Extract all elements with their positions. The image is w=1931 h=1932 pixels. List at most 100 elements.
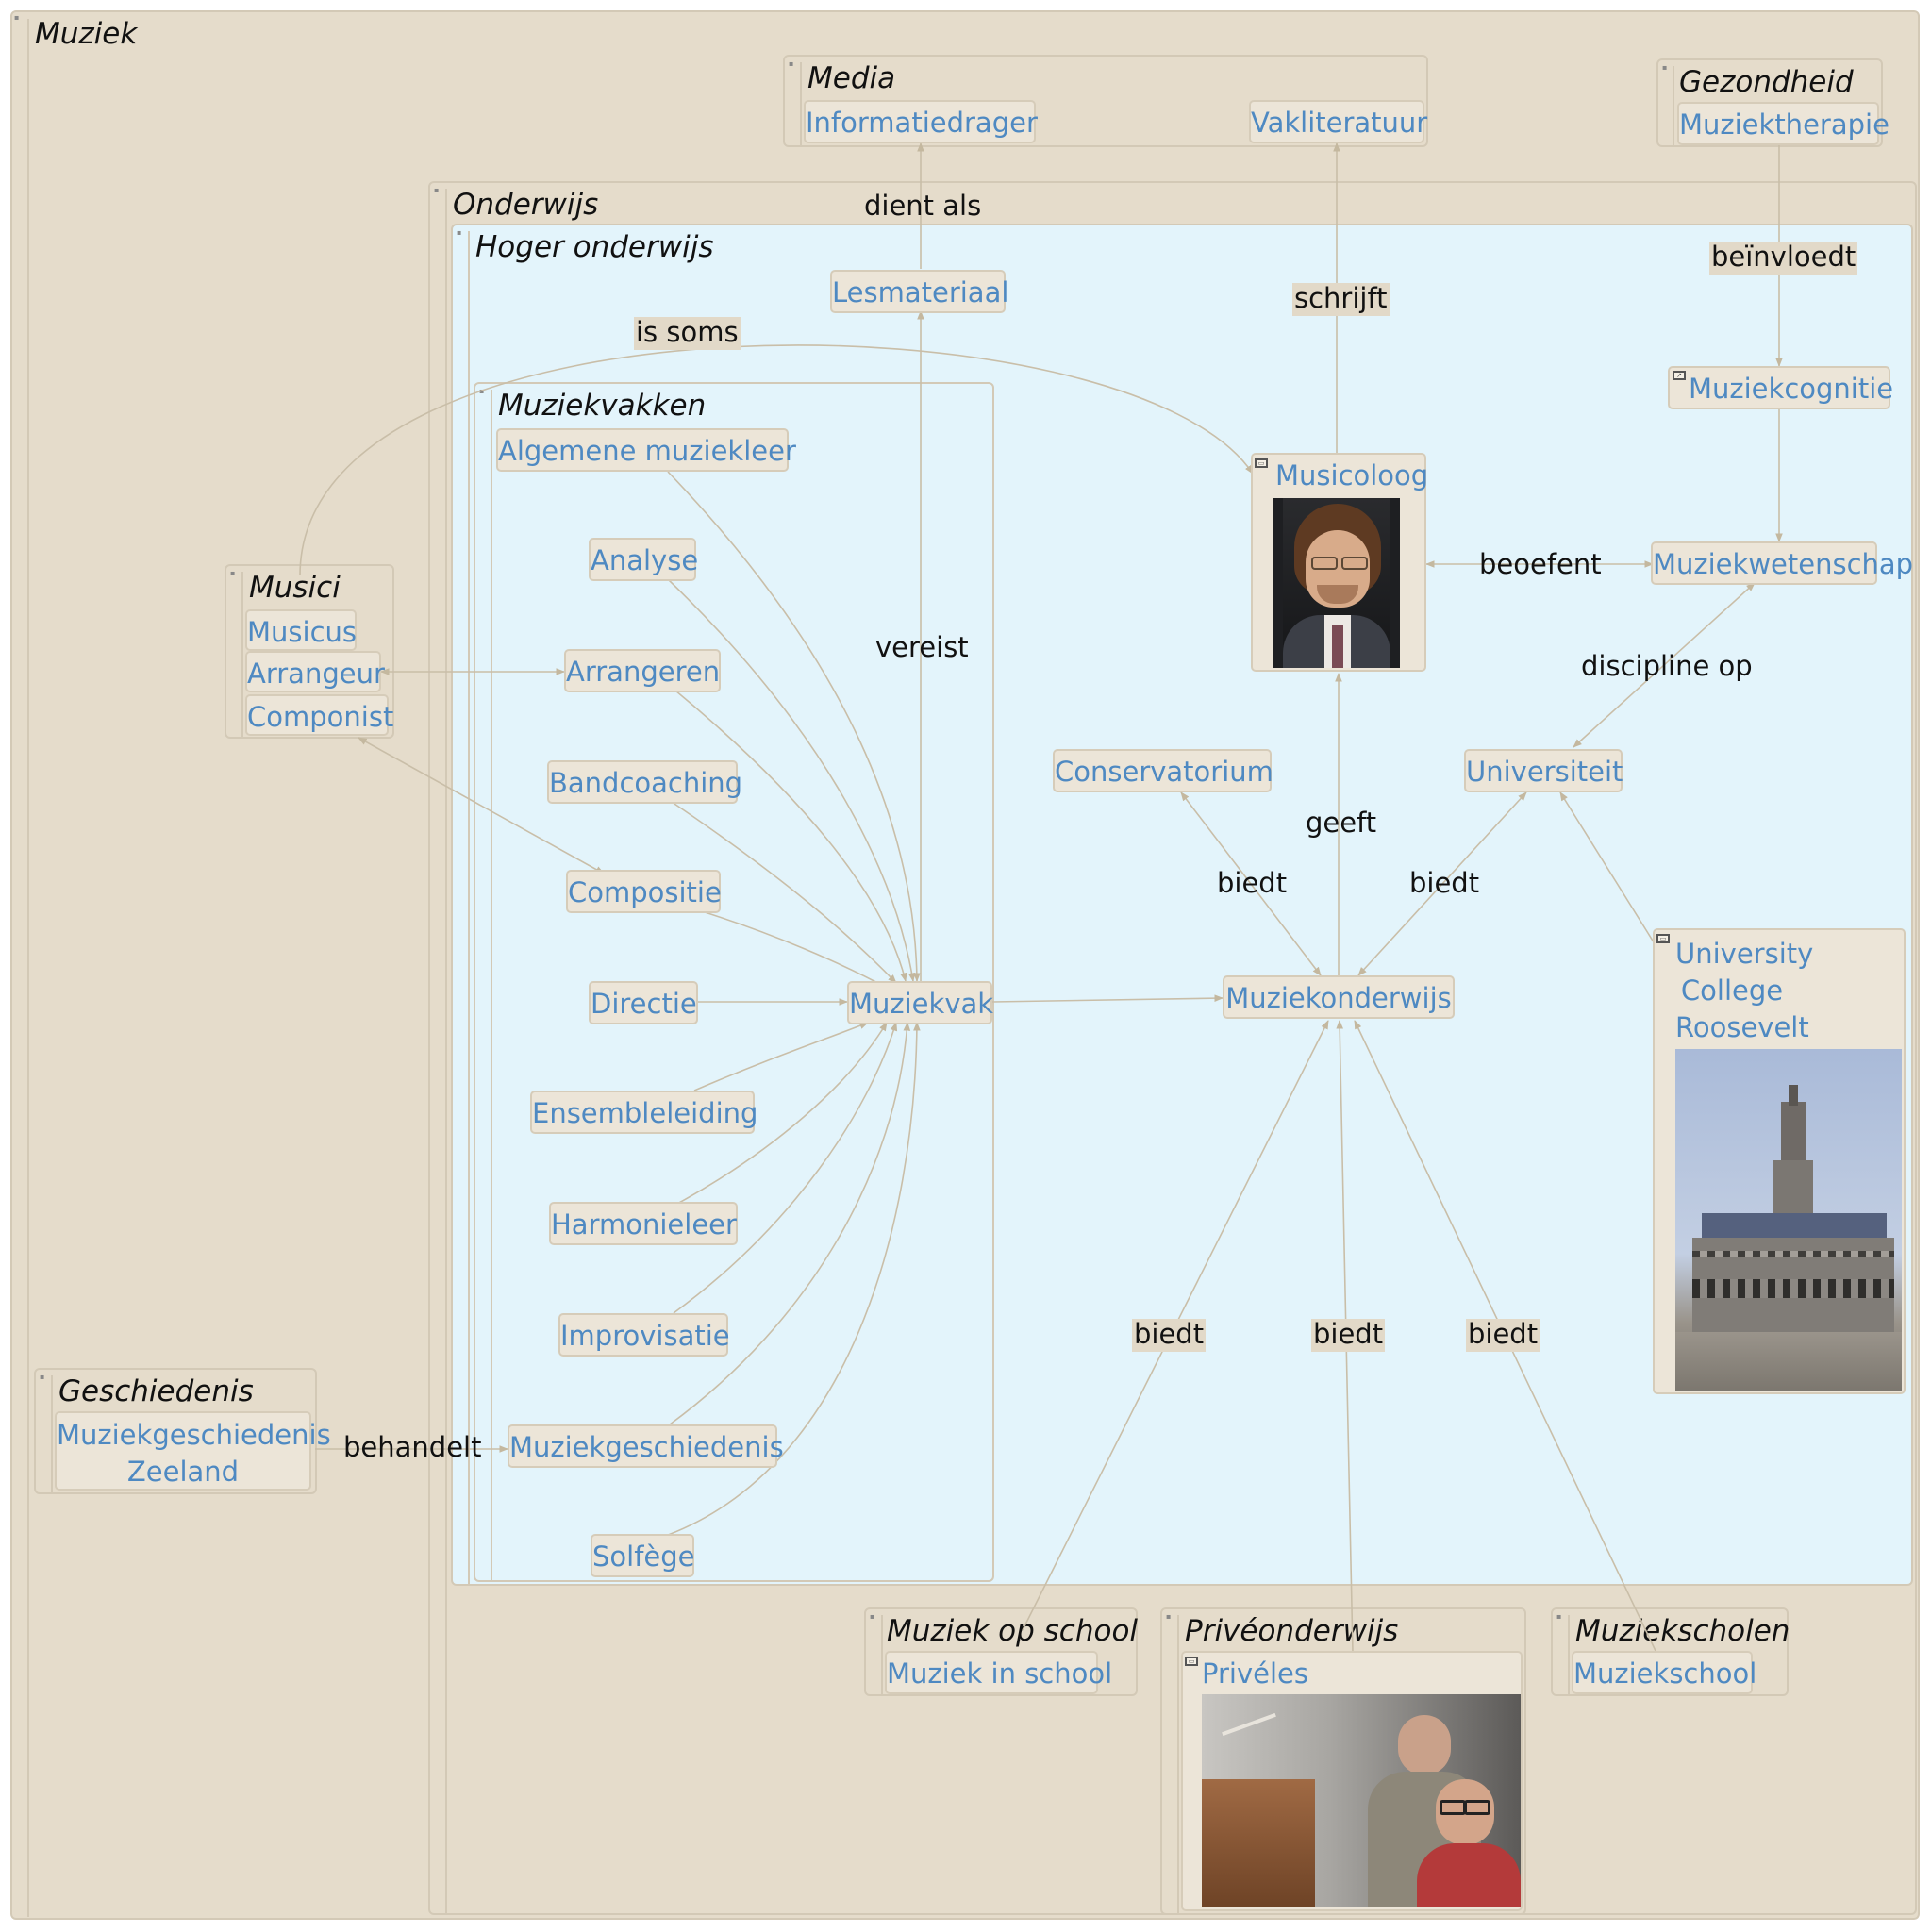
- edge-vak-compositie: [701, 910, 890, 990]
- group-title-muziekvakken: Muziekvakken: [498, 389, 707, 423]
- edge-vak-analyse: [667, 578, 916, 982]
- relation-beinvloedt[interactable]: beïnvloedt: [1709, 241, 1858, 275]
- group-title-gezondheid: Gezondheid: [1679, 65, 1854, 99]
- topic-directie[interactable]: Directie: [589, 981, 698, 1024]
- topic-muziekwetenschap[interactable]: Muziekwetenschap: [1651, 541, 1913, 585]
- edge-ucr-universiteit: [1559, 791, 1661, 954]
- collapse-icon[interactable]: ▪: [457, 228, 462, 237]
- relation-vereist[interactable]: vereist: [875, 631, 969, 663]
- priveles-photo: [1202, 1694, 1521, 1907]
- collapse-icon[interactable]: ▪: [870, 1612, 875, 1621]
- ucr-photo: [1675, 1049, 1902, 1391]
- topic-conservatorium[interactable]: Conservatorium: [1053, 749, 1273, 792]
- topic-informatiedrager[interactable]: Informatiedrager: [804, 100, 1038, 143]
- topic-musicus[interactable]: Musicus: [245, 609, 357, 651]
- group-indent-line: [468, 231, 470, 1584]
- group-title-priveonderwijs: Privéonderwijs: [1185, 1614, 1399, 1648]
- collapse-icon[interactable]: ▪: [230, 569, 236, 577]
- group-indent-line: [1673, 66, 1674, 145]
- group-indent-line: [881, 1615, 883, 1694]
- edge-vak-solfege: [659, 1022, 921, 1539]
- image-attachment-icon[interactable]: ▭: [1255, 458, 1268, 468]
- topic-harmonieleer[interactable]: Harmonieleer: [549, 1202, 738, 1245]
- group-title-geschiedenis: Geschiedenis: [58, 1374, 254, 1408]
- edge-biedt-universiteit: [1357, 791, 1527, 976]
- topic-muziek-in-school[interactable]: Muziek in school: [885, 1651, 1112, 1694]
- topic-muziekonderwijs[interactable]: Muziekonderwijs: [1223, 975, 1455, 1019]
- edge-vak-muziekgeschiedenis: [669, 1022, 911, 1425]
- image-attachment-icon[interactable]: ▭: [1656, 934, 1670, 943]
- topic-ucr-label: University College Roosevelt: [1675, 938, 1814, 1044]
- topic-muziekvak[interactable]: Muziekvak: [847, 981, 993, 1024]
- edge-biedt-conservatorium: [1180, 791, 1322, 976]
- topic-muziekgeschiedenis[interactable]: Muziekgeschiedenis: [508, 1424, 784, 1468]
- topic-muziekcognitie-label: Muziekcognitie: [1689, 373, 1894, 405]
- edge-muziekvak-muziekonderwijs: [991, 994, 1224, 1003]
- collapse-icon[interactable]: ▪: [434, 186, 440, 194]
- topic-arrangeren[interactable]: Arrangeren: [564, 649, 721, 692]
- topic-universiteit[interactable]: Universiteit: [1464, 749, 1623, 792]
- collapse-icon[interactable]: ▪: [14, 13, 20, 22]
- topic-bandcoaching[interactable]: Bandcoaching: [547, 760, 742, 804]
- topic-ensembleleiding[interactable]: Ensembleleiding: [530, 1091, 757, 1134]
- relation-beoefent[interactable]: beoefent: [1479, 548, 1602, 580]
- group-indent-line: [51, 1375, 53, 1492]
- group-title-onderwijs: Onderwijs: [453, 188, 599, 222]
- image-attachment-icon[interactable]: ▭: [1185, 1657, 1198, 1666]
- topic-analyse[interactable]: Analyse: [589, 538, 698, 581]
- edge-vak-ensembleleiding: [693, 1022, 869, 1091]
- relation-dient-als[interactable]: dient als: [864, 190, 982, 222]
- topic-muziektherapie[interactable]: Muziektherapie: [1677, 102, 1889, 145]
- collapse-icon[interactable]: ▪: [40, 1373, 45, 1381]
- edge-vak-harmonieleer: [676, 1022, 888, 1205]
- map-link-icon[interactable]: ↗: [1673, 371, 1686, 380]
- group-title-muziek-op-school: Muziek op school: [887, 1614, 1139, 1648]
- topic-musicoloog-label: Musicoloog: [1275, 459, 1429, 491]
- topic-muziekgeschiedenis-zeeland[interactable]: Muziekgeschiedenis Zeeland: [55, 1411, 331, 1491]
- group-indent-line: [800, 62, 802, 145]
- group-indent-line: [445, 189, 447, 1913]
- edge-componist-compositie: [358, 737, 605, 874]
- relation-biedt-muziekschool[interactable]: biedt: [1466, 1318, 1540, 1352]
- collapse-icon[interactable]: ▪: [1166, 1612, 1172, 1621]
- group-title-media: Media: [807, 61, 896, 95]
- relation-is-soms[interactable]: is soms: [634, 316, 741, 350]
- collapse-icon[interactable]: ▪: [789, 59, 794, 68]
- edge-vak-improvisatie: [673, 1022, 898, 1314]
- edge-discipline-op: [1573, 582, 1756, 748]
- collapse-icon[interactable]: ▪: [1556, 1612, 1562, 1621]
- edge-vak-arrangeren: [674, 690, 907, 982]
- topic-algemene-muziekleer[interactable]: Algemene muziekleer: [496, 428, 796, 472]
- group-indent-line: [27, 19, 29, 1917]
- edge-vak-bandcoaching: [671, 801, 897, 984]
- relation-geeft[interactable]: geeft: [1306, 807, 1377, 839]
- group-indent-line: [1568, 1615, 1570, 1694]
- relation-biedt-universiteit[interactable]: biedt: [1409, 867, 1480, 899]
- group-title-muziek: Muziek: [35, 17, 138, 51]
- edge-vak-algemene: [667, 471, 921, 982]
- group-indent-line: [1177, 1615, 1179, 1913]
- relation-behandelt[interactable]: behandelt: [343, 1431, 482, 1463]
- group-indent-line: [241, 572, 243, 737]
- musicoloog-photo: [1273, 498, 1400, 668]
- relation-discipline-op[interactable]: discipline op: [1581, 650, 1753, 682]
- collapse-icon[interactable]: ▪: [1662, 63, 1668, 72]
- topic-lesmateriaal[interactable]: Lesmateriaal: [830, 270, 1008, 313]
- topic-vakliteratuur[interactable]: Vakliteratuur: [1249, 100, 1427, 143]
- group-title-hoger-onderwijs: Hoger onderwijs: [475, 230, 714, 264]
- relation-biedt-prive[interactable]: biedt: [1311, 1318, 1386, 1352]
- group-title-musici: Musici: [249, 571, 341, 605]
- relation-schrijft[interactable]: schrijft: [1292, 282, 1390, 316]
- topic-arrangeur[interactable]: Arrangeur: [245, 651, 385, 692]
- relation-biedt-conservatorium[interactable]: biedt: [1217, 867, 1288, 899]
- topic-solfege[interactable]: Solfège: [591, 1534, 695, 1577]
- topic-muziekcognitie[interactable]: ↗ Muziekcognitie: [1668, 366, 1894, 409]
- group-title-muziekscholen: Muziekscholen: [1575, 1614, 1790, 1648]
- topic-improvisatie[interactable]: Improvisatie: [558, 1313, 730, 1357]
- topic-priveles-label: Privéles: [1202, 1657, 1308, 1690]
- topic-componist[interactable]: Componist: [245, 694, 393, 736]
- relation-biedt-school[interactable]: biedt: [1132, 1318, 1207, 1352]
- topic-compositie[interactable]: Compositie: [566, 870, 722, 913]
- topic-muziekschool[interactable]: Muziekschool: [1572, 1651, 1756, 1694]
- group-indent-line: [491, 390, 492, 1580]
